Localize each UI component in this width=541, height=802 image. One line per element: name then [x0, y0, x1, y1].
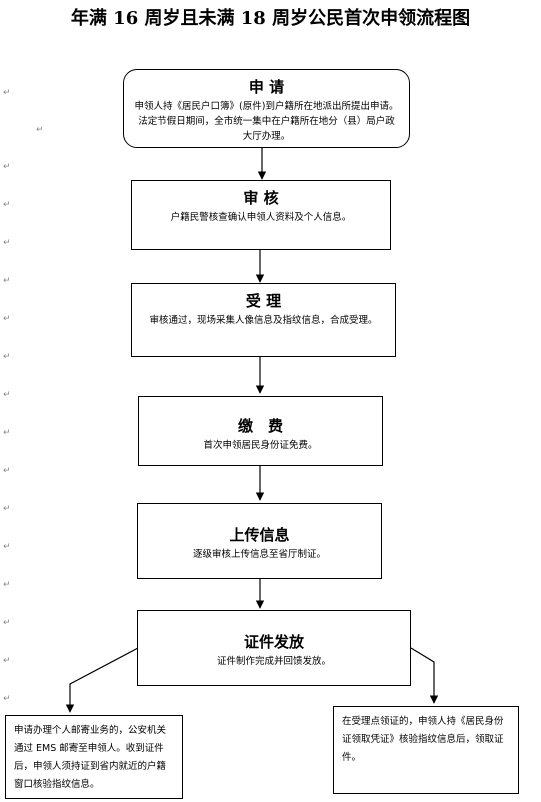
paragraph-mark: ↵ [3, 542, 11, 552]
paragraph-mark: ↵ [3, 162, 11, 172]
step-upload-text: 逐级审核上传信息至省厅制证。 [192, 549, 326, 560]
page-title: 年满 16 周岁且未满 18 周岁公民首次申领流程图 [70, 8, 471, 29]
step-apply: 申 请 申领人持《居民户口簿》(原件)到户籍所在地派出所提出申请。法定节假日期间… [123, 69, 410, 148]
step-accept-text: 审核通过，现场采集人像信息及指纹信息，合成受理。 [149, 315, 378, 326]
step-issue-text: 证件制作完成并回馈发放。 [216, 656, 331, 667]
paragraph-mark: ↵ [3, 694, 11, 704]
step-review: 审 核 户籍民警核查确认申领人资料及个人信息。 [131, 180, 391, 250]
paragraph-mark: ↵ [3, 390, 11, 400]
step-apply-text: 申领人持《居民户口簿》(原件)到户籍所在地派出所提出申请。法定节假日期间，全市统… [134, 101, 399, 142]
paragraph-mark: ↵ [3, 88, 11, 98]
step-accept-title: 受 理 [245, 292, 282, 310]
branch-pickup: 在受理点领证的，申领人持《居民身份证领取凭证》核验指纹信息后，领取证件。 [333, 706, 519, 794]
paragraph-mark: ↵ [3, 238, 11, 248]
step-fee-title: 缴 费 [237, 417, 283, 435]
step-issue: 证件发放 证件制作完成并回馈发放。 [137, 610, 411, 686]
branch-mail-text: 申请办理个人邮寄业务的，公安机关通过 EMS 邮寄至申领人。收到证件后，申领人须… [14, 725, 167, 790]
branch-pickup-text: 在受理点领证的，申领人持《居民身份证领取凭证》核验指纹信息后，领取证件。 [342, 716, 504, 763]
paragraph-mark: ↵ [3, 352, 11, 362]
step-upload: 上传信息 逐级审核上传信息至省厅制证。 [137, 503, 382, 579]
paragraph-mark: ↵ [36, 125, 44, 135]
paragraph-mark: ↵ [3, 428, 11, 438]
step-fee: 缴 费 首次申领居民身份证免费。 [138, 396, 383, 466]
step-review-title: 审 核 [243, 189, 279, 207]
paragraph-mark: ↵ [3, 314, 11, 324]
step-accept: 受 理 审核通过，现场采集人像信息及指纹信息，合成受理。 [131, 283, 396, 357]
step-fee-text: 首次申领居民身份证免费。 [203, 440, 318, 451]
paragraph-mark: ↵ [3, 580, 11, 590]
paragraph-mark: ↵ [3, 656, 11, 666]
step-apply-title: 申 请 [248, 78, 285, 96]
paragraph-mark: ↵ [3, 466, 11, 476]
paragraph-mark: ↵ [3, 504, 11, 514]
paragraph-mark: ↵ [3, 276, 11, 286]
step-review-text: 户籍民警核查确认申领人资料及个人信息。 [170, 212, 352, 223]
step-issue-title: 证件发放 [243, 633, 304, 651]
step-upload-title: 上传信息 [229, 526, 290, 544]
paragraph-mark: ↵ [3, 200, 11, 210]
branch-mail: 申请办理个人邮寄业务的，公安机关通过 EMS 邮寄至申领人。收到证件后，申领人须… [5, 715, 183, 799]
arrow-issue-to-pickup [410, 647, 439, 704]
paragraph-mark: ↵ [3, 618, 11, 628]
arrow-issue-to-mail [65, 647, 139, 713]
